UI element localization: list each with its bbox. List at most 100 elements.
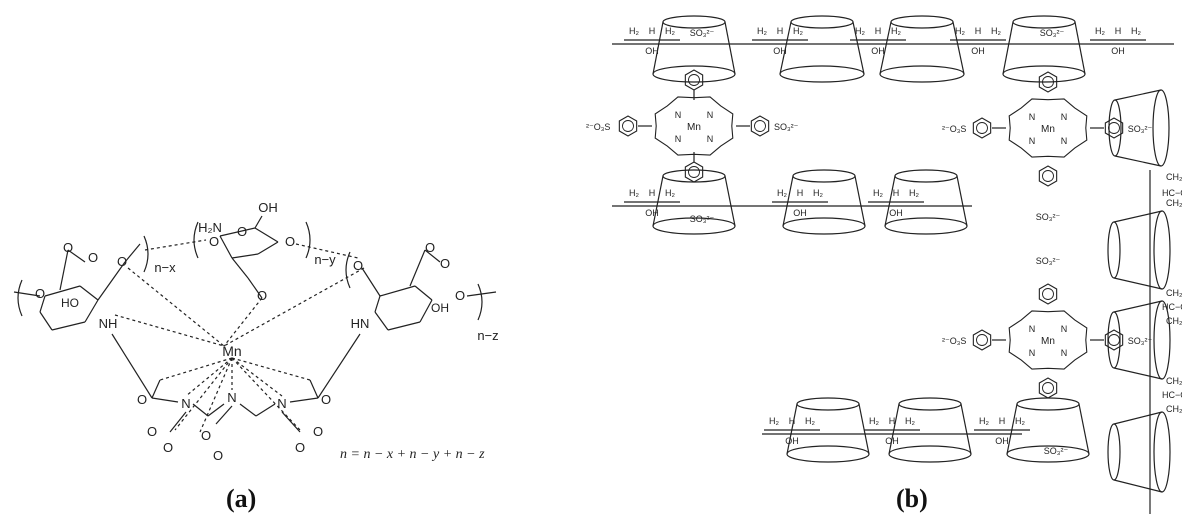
oxygen-label: O xyxy=(237,224,247,239)
benzene-hexagon xyxy=(1038,165,1058,187)
group-label: OH xyxy=(645,208,659,218)
oxygen-label: O xyxy=(321,392,331,407)
cone-side xyxy=(1006,403,1018,455)
oxygen-label: O xyxy=(63,240,73,255)
amine-label: HN xyxy=(351,316,370,331)
benzene-hexagon xyxy=(1038,377,1058,399)
oxygen-label: O xyxy=(213,448,223,463)
cone-rim-top xyxy=(662,15,726,29)
cone-rim-top xyxy=(1012,15,1076,29)
bond xyxy=(39,295,46,313)
cone-side xyxy=(1113,300,1163,313)
benzene-right xyxy=(750,115,770,137)
group-label: H₂ xyxy=(665,26,675,36)
group-label: H₂ xyxy=(777,188,787,198)
bond xyxy=(419,299,433,323)
bond xyxy=(361,267,381,297)
group-label: CH₂ xyxy=(1166,376,1182,386)
cone-side xyxy=(652,175,664,227)
cone-rim-top xyxy=(792,169,856,183)
cyclodextrin-right-2 xyxy=(1107,210,1171,290)
group-label: H₂ xyxy=(793,26,803,36)
oxygen-label: O xyxy=(285,234,295,249)
group-label: OH xyxy=(1111,46,1125,56)
oxygen-label: O xyxy=(313,424,323,439)
group-label: H xyxy=(777,26,784,36)
benzene-hexagon xyxy=(750,115,770,137)
oxygen-label: O xyxy=(209,234,219,249)
cone-side xyxy=(1074,21,1086,75)
nitrogen-label: N xyxy=(675,134,682,144)
cone-rim-top xyxy=(1016,397,1080,411)
bond xyxy=(231,253,259,259)
bond xyxy=(254,227,279,243)
repeat-subscript: n−x xyxy=(154,260,176,275)
group-label: H₂ xyxy=(769,416,779,426)
cone-side xyxy=(1002,21,1014,75)
repeat-subscript: n−y xyxy=(314,252,336,267)
cyclodextrin-bottom-3 xyxy=(1006,397,1090,463)
cone-side xyxy=(1078,403,1090,455)
group-label: OH xyxy=(971,46,985,56)
group-label: H₂ xyxy=(909,188,919,198)
group-label: H₂ xyxy=(813,188,823,198)
bond xyxy=(151,379,161,399)
cone-side xyxy=(782,175,794,227)
oxygen-label: O xyxy=(137,392,147,407)
benzene-rt-left xyxy=(972,117,992,139)
benzene-hexagon xyxy=(1104,117,1124,139)
cone-side xyxy=(960,403,972,455)
cyclodextrin-top-1 xyxy=(652,15,736,83)
cone-rim-right xyxy=(1153,210,1171,290)
cone-side xyxy=(1113,210,1163,223)
benzene-rt-top xyxy=(1038,71,1058,93)
bond xyxy=(317,333,361,399)
benzene-aromatic-ring xyxy=(1042,382,1054,394)
sulfonate-label: SO₃²⁻ xyxy=(1128,124,1153,134)
oxygen-label: O xyxy=(117,254,127,269)
group-label: H₂ xyxy=(1015,416,1025,426)
bond xyxy=(59,249,69,291)
sulfonate-label: SO₃²⁻ xyxy=(1044,446,1069,456)
benzene-hexagon xyxy=(684,161,704,183)
cyclodextrin-mid-2 xyxy=(782,169,866,235)
group-label: H xyxy=(649,188,656,198)
cyclodextrin-top-3 xyxy=(879,15,965,83)
cone-rim-top xyxy=(890,15,954,29)
benzene-bot-bottom xyxy=(1038,377,1058,399)
oxygen-label: O xyxy=(35,286,45,301)
cone-rim-top xyxy=(796,397,860,411)
cone-side xyxy=(884,175,896,227)
cone-rim-right xyxy=(1152,89,1170,167)
group-label: H xyxy=(893,188,900,198)
cone-rim-bottom xyxy=(879,65,965,83)
coordination-bond xyxy=(114,314,225,347)
oxygen-label: O xyxy=(295,440,305,455)
repeat-bracket xyxy=(345,251,351,289)
benzene-hexagon xyxy=(1038,283,1058,305)
coordination-bond xyxy=(223,297,263,347)
group-label: H xyxy=(1115,26,1122,36)
bond xyxy=(111,333,153,399)
group-label: OH xyxy=(793,208,807,218)
coordination-bond xyxy=(231,357,311,381)
cone-side xyxy=(1113,277,1163,290)
cyclodextrin-right-4 xyxy=(1107,411,1171,493)
cone-side xyxy=(1113,479,1163,493)
coordination-bond xyxy=(223,267,365,347)
cone-rim-bottom xyxy=(782,217,866,235)
bond xyxy=(192,403,209,417)
group-label: H xyxy=(875,26,882,36)
bond xyxy=(289,397,319,403)
bond xyxy=(231,257,249,279)
group-label: OH xyxy=(773,46,787,56)
benzene-aromatic-ring xyxy=(976,122,988,134)
bond xyxy=(387,321,421,331)
benzene-rt-bottom xyxy=(1038,165,1058,187)
cyclodextrin-bottom-2 xyxy=(888,397,972,463)
